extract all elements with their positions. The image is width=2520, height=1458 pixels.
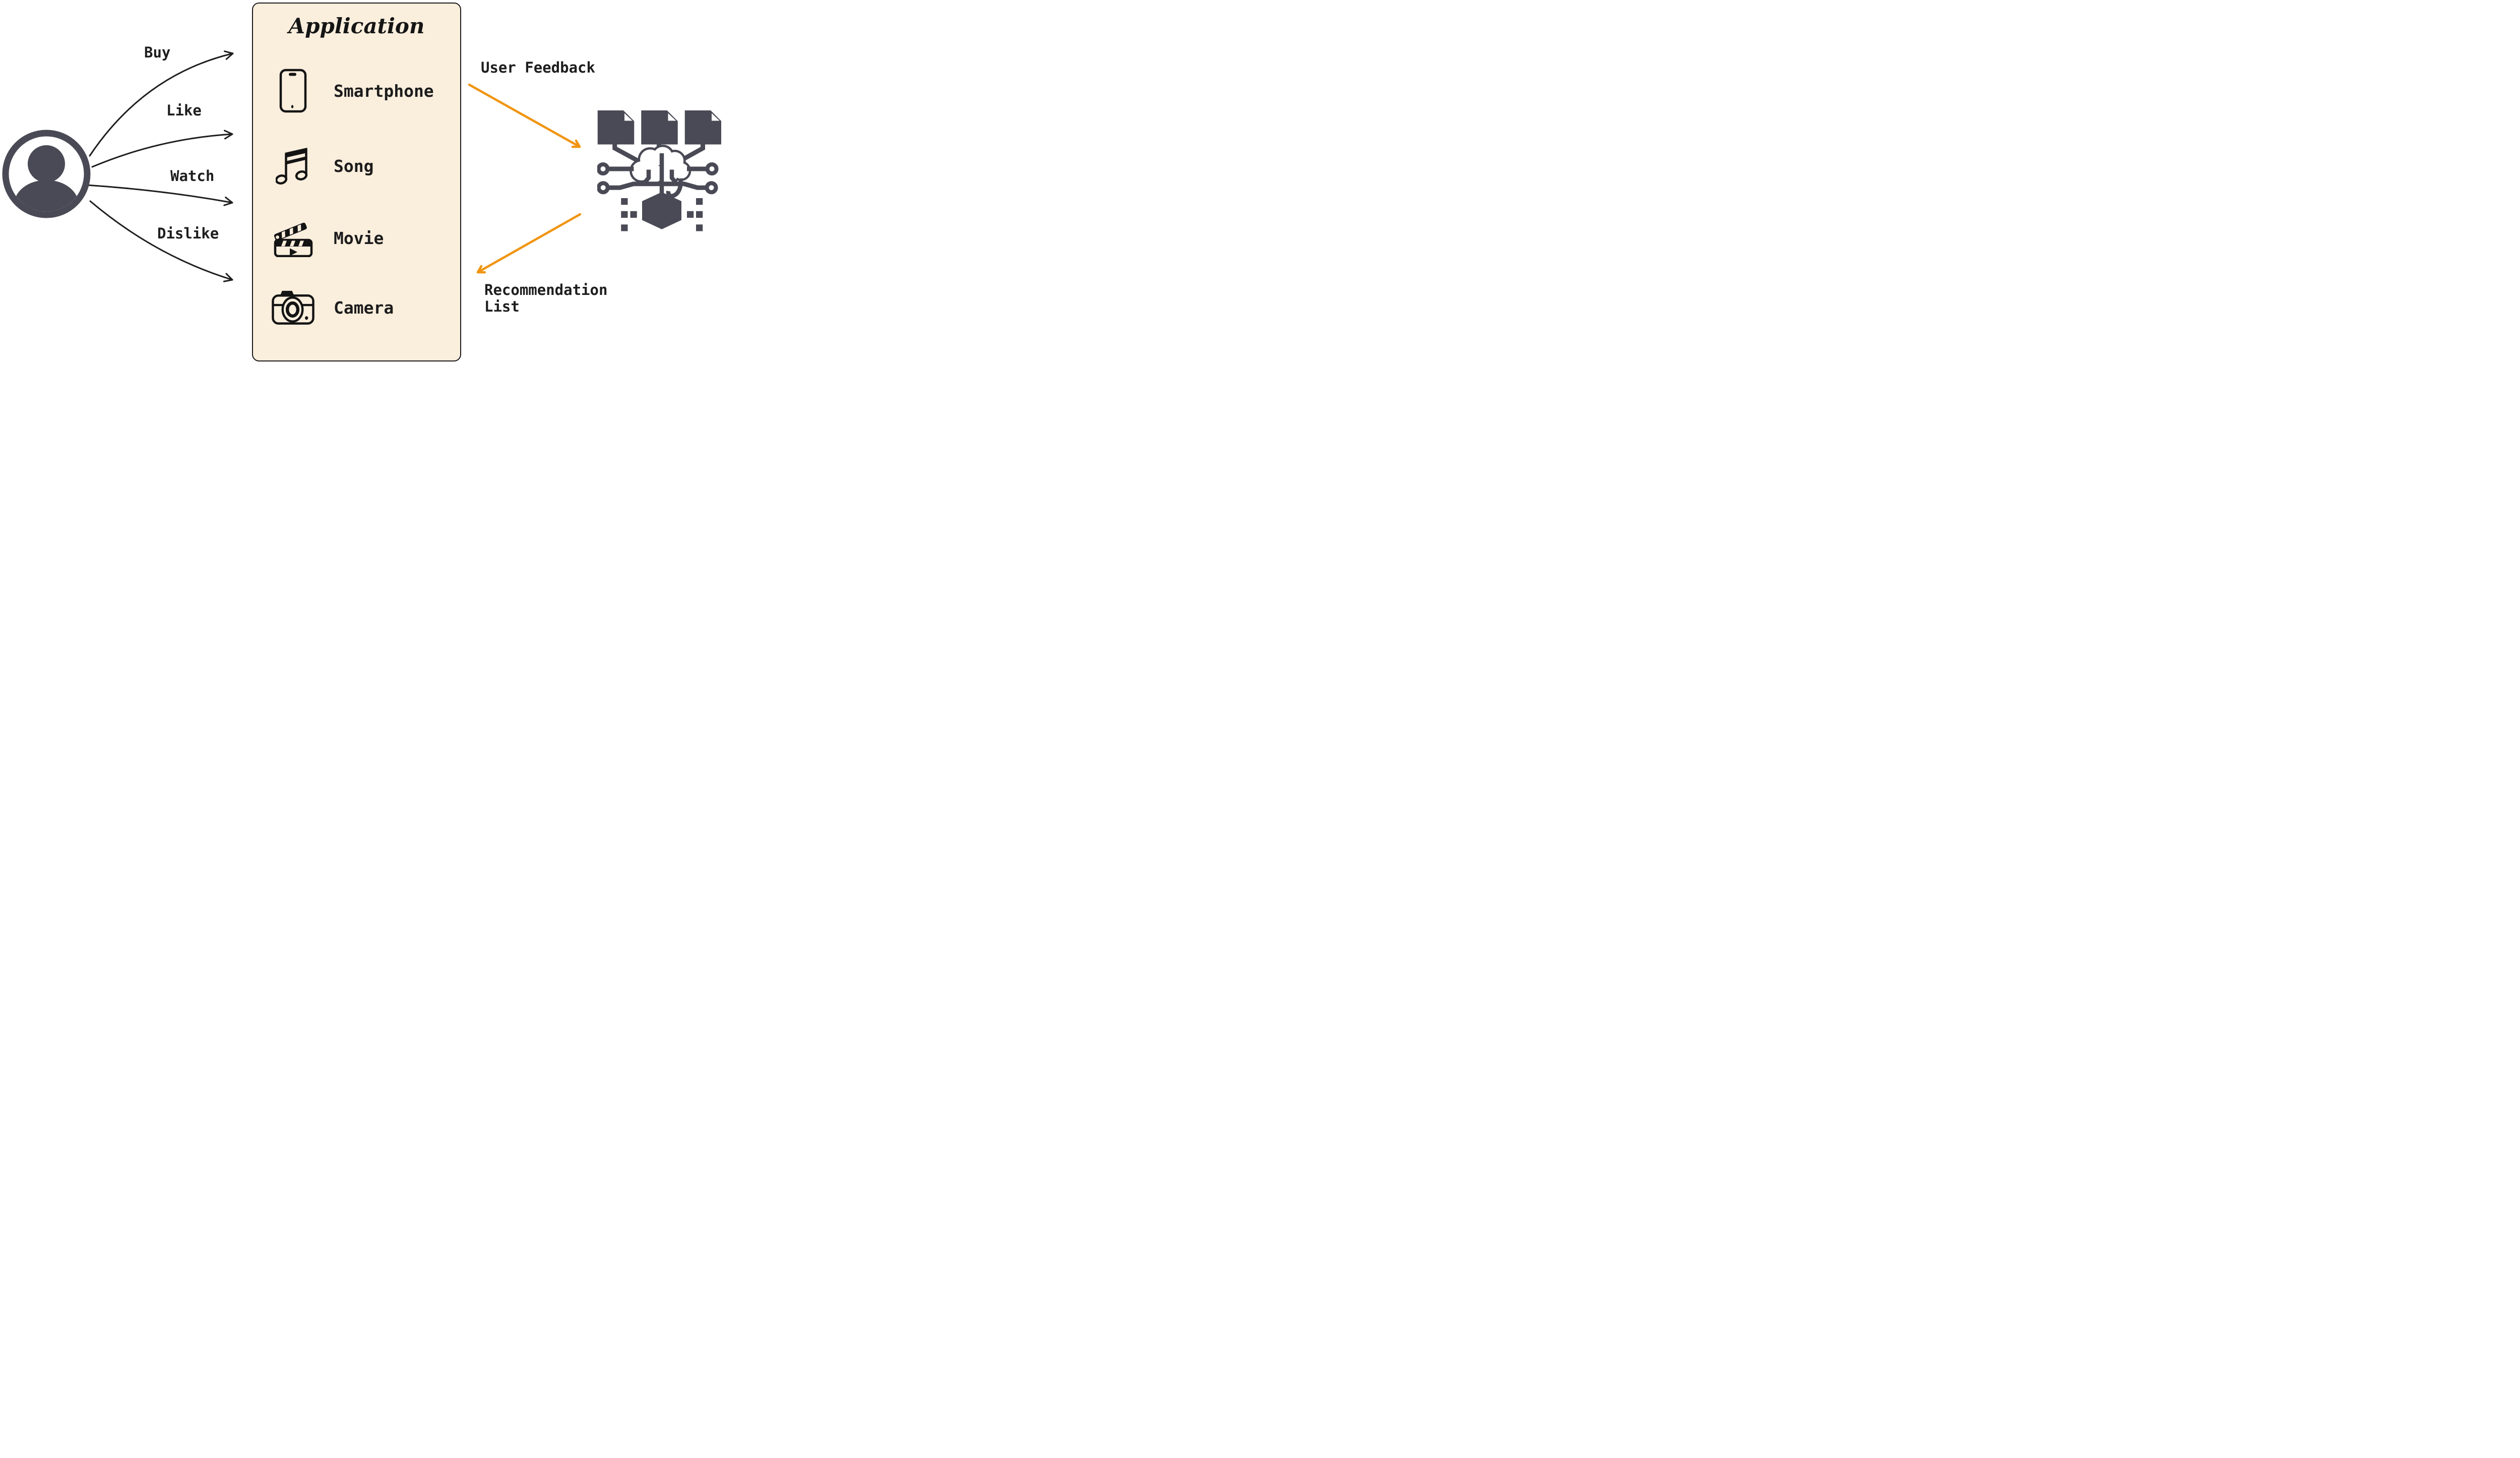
camera-icon bbox=[272, 290, 314, 325]
document-icon bbox=[641, 110, 678, 145]
clapperboard-icon bbox=[272, 219, 314, 257]
recommendation-arrow bbox=[476, 213, 582, 274]
dislike-label: Dislike bbox=[157, 225, 219, 242]
like-label: Like bbox=[166, 102, 202, 119]
app-item-song: Song bbox=[272, 143, 373, 189]
recommendation-line1: Recommendation bbox=[484, 281, 608, 298]
hexagon-core bbox=[642, 192, 681, 229]
dislike-arrow bbox=[89, 200, 233, 282]
document-icon bbox=[597, 110, 635, 145]
user-feedback-label: User Feedback bbox=[481, 59, 595, 76]
app-item-label: Camera bbox=[334, 297, 394, 318]
user-feedback-arrow bbox=[468, 83, 581, 148]
app-item-label: Song bbox=[334, 156, 374, 176]
ai-brain-network-icon bbox=[597, 110, 721, 231]
user-icon bbox=[2, 130, 91, 218]
app-item-smartphone: Smartphone bbox=[272, 68, 434, 114]
avatar-shoulders bbox=[14, 180, 79, 212]
app-item-label: Movie bbox=[334, 228, 384, 248]
app-item-label: Smartphone bbox=[334, 81, 434, 101]
avatar-head bbox=[28, 145, 65, 183]
buy-arrow bbox=[89, 50, 234, 157]
music-note-icon bbox=[272, 147, 314, 185]
document-icon bbox=[684, 110, 721, 145]
arrows-layer bbox=[85, 50, 582, 282]
watch-label: Watch bbox=[170, 167, 215, 185]
application-box: Application Smartphone bbox=[252, 3, 461, 361]
data-dots bbox=[621, 198, 703, 231]
app-item-camera: Camera bbox=[272, 284, 394, 331]
diagram-canvas: Buy Like Watch Dislike Application Smart… bbox=[0, 0, 722, 364]
circuit-node bbox=[597, 162, 719, 195]
buy-label: Buy bbox=[144, 44, 171, 61]
recommendation-line2: List bbox=[484, 298, 520, 316]
like-arrow bbox=[91, 130, 233, 168]
app-item-movie: Movie bbox=[272, 215, 384, 261]
smartphone-icon bbox=[272, 69, 314, 113]
application-title: Application bbox=[288, 14, 425, 38]
watch-arrow bbox=[85, 184, 233, 206]
